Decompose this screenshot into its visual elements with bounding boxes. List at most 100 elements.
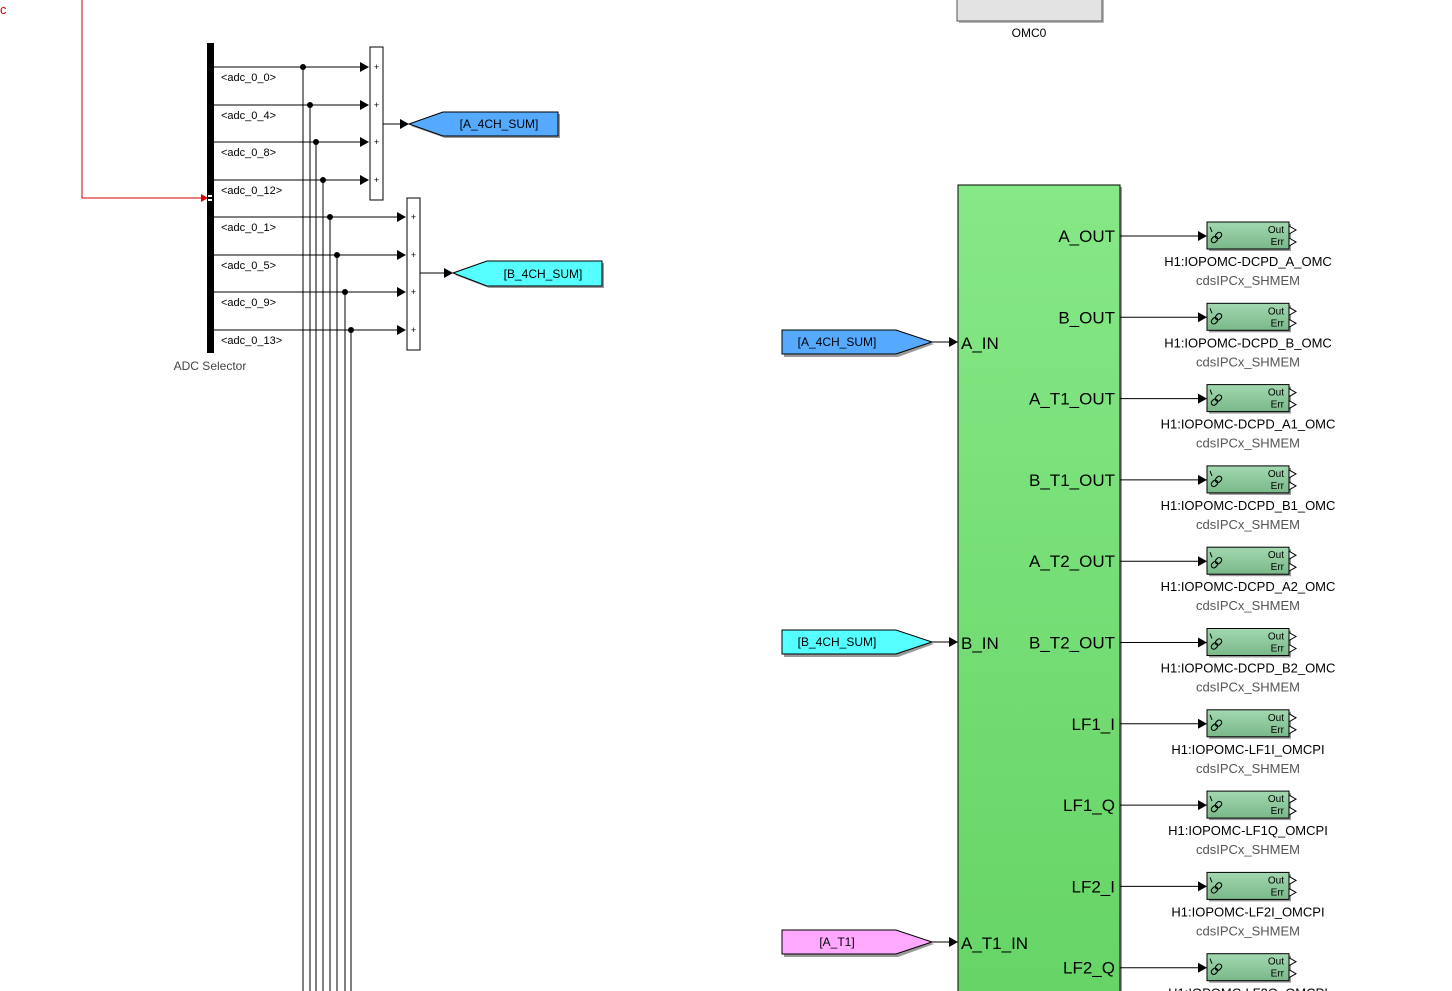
sum-b-block[interactable]: ++++ <box>406 197 421 351</box>
from-tag-label: [B_4CH_SUM] <box>798 635 877 649</box>
shmem-err-port: Err <box>1271 237 1285 248</box>
shmem-channel-name: H1:IOPOMC-LF1Q_OMCPI <box>1168 823 1328 838</box>
shmem-block-type: cdsIPCx_SHMEM <box>1196 761 1300 776</box>
shmem-out-port: Out <box>1268 632 1284 643</box>
omc-main-block[interactable] <box>957 184 1122 991</box>
shmem-out-port: Out <box>1268 225 1284 236</box>
sum-a-block[interactable]: ++++ <box>369 46 384 201</box>
shmem-out-port: Out <box>1268 713 1284 724</box>
shmem-out-port: Out <box>1268 306 1284 317</box>
sum-sign: + <box>374 137 379 147</box>
from-tag[interactable]: [B_4CH_SUM]B_IN <box>781 629 999 657</box>
branch-point <box>307 102 313 108</box>
link-icon <box>1209 795 1223 813</box>
branch-point <box>348 327 354 333</box>
shmem-err-port: Err <box>1271 969 1285 980</box>
input-port-label: A_IN <box>961 334 999 353</box>
output-port-label: LF2_Q <box>1063 959 1115 978</box>
from-tag[interactable]: [A_T1] A_T1_IN <box>781 929 1028 957</box>
goto-a-4ch-sum[interactable]: [A_4CH_SUM] <box>407 111 560 138</box>
sum-sign: + <box>411 212 416 222</box>
output-port-label: A_OUT <box>1058 227 1115 246</box>
adc-output-label: <adc_0_12> <box>221 185 282 197</box>
shmem-channel-name: H1:IOPOMC-DCPD_A1_OMC <box>1161 417 1336 432</box>
shmem-block-type: cdsIPCx_SHMEM <box>1196 923 1300 938</box>
branch-point <box>334 252 340 258</box>
goto-b-label: [B_4CH_SUM] <box>504 267 583 281</box>
shmem-out-port: Out <box>1268 550 1284 561</box>
shmem-out-port: Out <box>1268 388 1284 399</box>
sum-sign: + <box>374 100 379 110</box>
shmem-out-port: Out <box>1268 957 1284 968</box>
shmem-err-port: Err <box>1271 725 1285 736</box>
branch-point <box>327 214 333 220</box>
adc-output-label: <adc_0_13> <box>221 335 282 347</box>
output-port-label: B_OUT <box>1058 308 1115 327</box>
branch-point <box>313 139 319 145</box>
branch-point <box>320 177 326 183</box>
shmem-channel-name: H1:IOPOMC-DCPD_B_OMC <box>1164 335 1332 350</box>
shmem-block-type: cdsIPCx_SHMEM <box>1196 436 1300 451</box>
link-icon <box>1209 958 1223 975</box>
external-signal[interactable]: c <box>0 0 208 202</box>
from-tag-label: [A_T1] <box>819 935 854 949</box>
shmem-err-port: Err <box>1271 400 1285 411</box>
link-icon <box>1209 714 1223 732</box>
shmem-block-type: cdsIPCx_SHMEM <box>1196 598 1300 613</box>
shmem-block-type: cdsIPCx_SHMEM <box>1196 517 1300 532</box>
link-icon <box>1209 308 1223 325</box>
adc-output-label: <adc_0_9> <box>221 297 276 309</box>
link-icon <box>1209 389 1223 406</box>
output-port-label: A_T1_OUT <box>1029 390 1115 409</box>
goto-b-4ch-sum[interactable]: [B_4CH_SUM] <box>451 260 604 288</box>
from-tag[interactable]: [A_4CH_SUM] A_IN <box>781 329 999 357</box>
shmem-channel-name: H1:IOPOMC-DCPD_B1_OMC <box>1161 498 1336 513</box>
shmem-out-port: Out <box>1268 469 1284 480</box>
output-port-label: LF1_I <box>1072 715 1115 734</box>
output-channel[interactable]: LF2_QOutErrH1:IOPOMC-LF2Q_OMCPIcdsIPCx_S… <box>1063 953 1328 991</box>
omc0-block[interactable]: OMC0 <box>956 0 1104 40</box>
adc-output-label: <adc_0_4> <box>221 110 276 122</box>
output-port-label: B_T2_OUT <box>1029 634 1115 653</box>
omc0-label: OMC0 <box>1012 26 1047 40</box>
output-port-label: B_T1_OUT <box>1029 471 1115 490</box>
adc-selector[interactable]: ADC Selector <box>174 43 247 373</box>
sum-sign: + <box>411 287 416 297</box>
shmem-channel-name: H1:IOPOMC-LF1I_OMCPI <box>1171 742 1324 757</box>
adc-selector-label: ADC Selector <box>174 359 247 373</box>
link-icon <box>1209 470 1223 488</box>
shmem-block-type: cdsIPCx_SHMEM <box>1196 842 1300 857</box>
shmem-channel-name: H1:IOPOMC-LF2I_OMCPI <box>1171 904 1324 919</box>
sum-sign: + <box>411 250 416 260</box>
sum-sign: + <box>374 62 379 72</box>
shmem-block-type: cdsIPCx_SHMEM <box>1196 273 1300 288</box>
shmem-block-type: cdsIPCx_SHMEM <box>1196 354 1300 369</box>
goto-a-label: [A_4CH_SUM] <box>460 117 539 131</box>
adc-output-label: <adc_0_0> <box>221 72 276 84</box>
shmem-block-type: cdsIPCx_SHMEM <box>1196 680 1300 695</box>
output-port-label: LF2_I <box>1072 877 1115 896</box>
from-tag-label: [A_4CH_SUM] <box>798 335 877 349</box>
input-port-label: A_T1_IN <box>961 934 1028 953</box>
shmem-channel-name: H1:IOPOMC-DCPD_B2_OMC <box>1161 661 1336 676</box>
